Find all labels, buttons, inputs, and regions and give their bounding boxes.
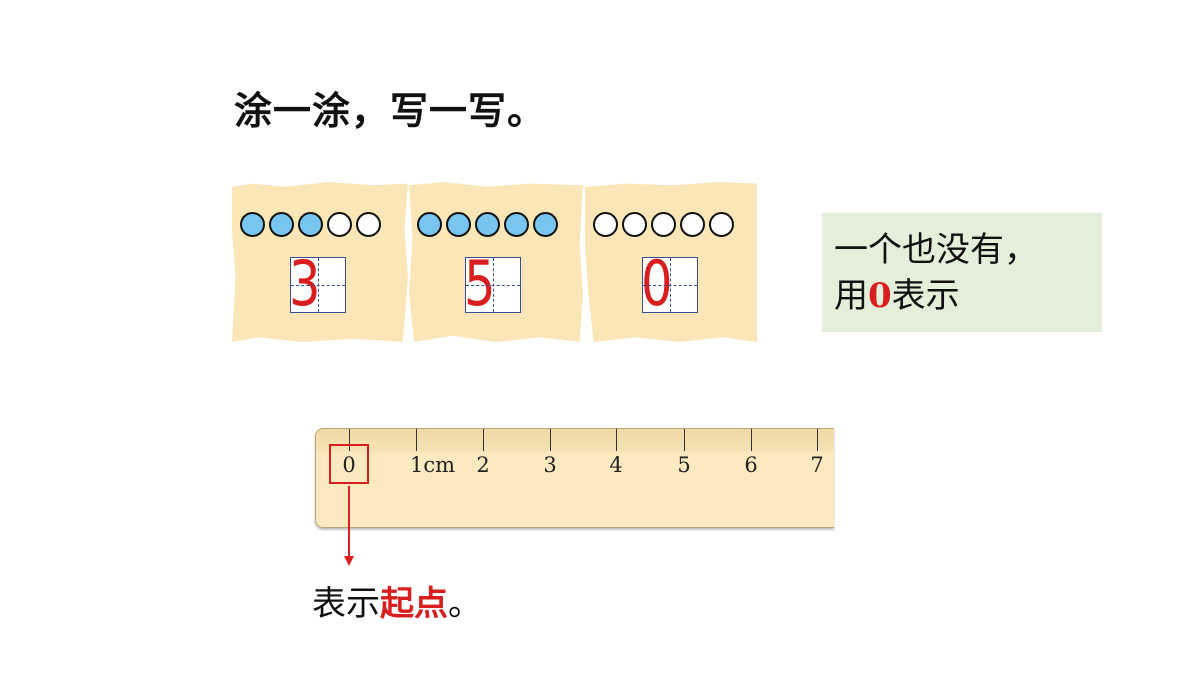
zero-explanation-note: 一个也没有， 用0表示	[822, 213, 1102, 332]
filled-circle-icon[interactable]	[298, 212, 323, 237]
ruler-tick	[684, 429, 685, 451]
note-line-2: 用0表示	[834, 273, 1102, 319]
ruler-label-5: 5	[677, 453, 691, 477]
ruler: 0 1cm 2 3 4 5 6 7	[315, 428, 834, 528]
empty-circle-icon[interactable]	[680, 212, 705, 237]
ruler-label-2: 2	[476, 453, 490, 477]
caption-prefix: 表示	[312, 584, 380, 624]
note-line-1: 一个也没有，	[834, 230, 1038, 270]
filled-circle-icon[interactable]	[504, 212, 529, 237]
written-digit: 0	[641, 247, 673, 320]
empty-circle-icon[interactable]	[356, 212, 381, 237]
caption-emphasis: 起点	[380, 584, 448, 624]
written-digit: 5	[464, 247, 496, 320]
arrow-line	[348, 486, 350, 558]
start-point-caption: 表示起点。	[312, 576, 482, 625]
empty-circle-icon[interactable]	[593, 212, 618, 237]
filled-circle-icon[interactable]	[269, 212, 294, 237]
ruler-label-0: 0	[342, 453, 356, 477]
ruler-tick	[550, 429, 551, 451]
filled-circle-icon[interactable]	[240, 212, 265, 237]
ruler-label-1cm: 1cm	[410, 453, 456, 477]
counting-card-1: 3	[232, 182, 408, 342]
counting-card-3: 0	[585, 182, 757, 342]
writing-grid[interactable]: 0	[641, 248, 698, 320]
ruler-tick	[416, 429, 417, 451]
exercise-title: 涂一涂，写一写。	[234, 89, 547, 133]
filled-circle-icon[interactable]	[446, 212, 471, 237]
dot-row	[240, 212, 381, 237]
filled-circle-icon[interactable]	[533, 212, 558, 237]
filled-circle-icon[interactable]	[475, 212, 500, 237]
caption-suffix: 。	[448, 584, 482, 624]
ruler-label-3: 3	[543, 453, 557, 477]
note-suffix: 表示	[891, 276, 960, 316]
ruler-tick	[817, 429, 818, 451]
dot-row	[417, 212, 558, 237]
ruler-label-7: 7	[810, 453, 824, 477]
note-zero: 0	[868, 276, 892, 316]
dot-row	[593, 212, 734, 237]
writing-grid[interactable]: 3	[289, 248, 346, 320]
zero-highlight-box	[329, 444, 369, 484]
ruler-tick	[483, 429, 484, 451]
ruler-label-6: 6	[744, 453, 758, 477]
arrow-down-icon	[344, 556, 354, 566]
filled-circle-icon[interactable]	[417, 212, 442, 237]
writing-grid[interactable]: 5	[464, 248, 521, 320]
empty-circle-icon[interactable]	[327, 212, 352, 237]
written-digit: 3	[289, 247, 321, 320]
ruler-tick	[349, 429, 350, 451]
ruler-tick	[616, 429, 617, 451]
empty-circle-icon[interactable]	[709, 212, 734, 237]
note-prefix: 用	[834, 276, 868, 316]
ruler-tick	[751, 429, 752, 451]
counting-card-2: 5	[409, 182, 583, 342]
empty-circle-icon[interactable]	[651, 212, 676, 237]
ruler-label-4: 4	[609, 453, 623, 477]
empty-circle-icon[interactable]	[622, 212, 647, 237]
